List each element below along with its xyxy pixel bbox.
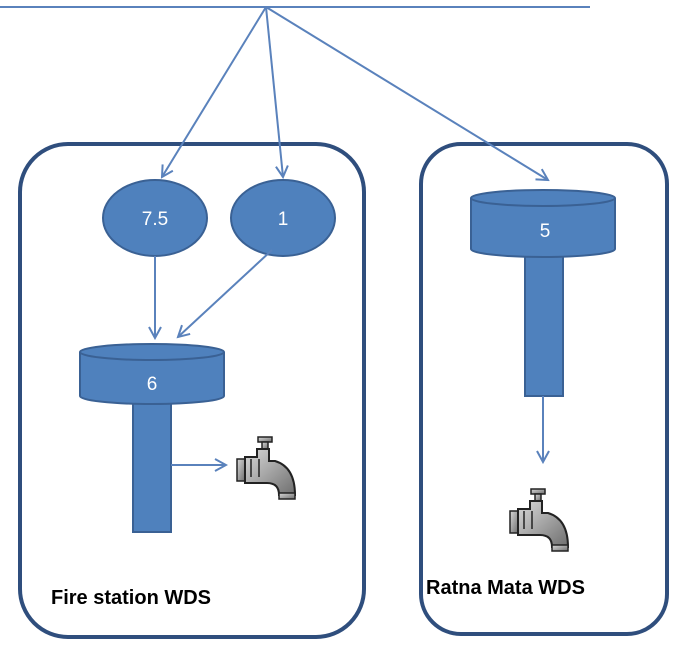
fire-station-tank: 6: [79, 343, 225, 533]
fire-station-wds-panel: [18, 142, 366, 639]
supply-to-ratna-mata-tank-arrow: [265, 6, 548, 180]
supply-to-source-b-arrow: [265, 6, 283, 177]
water-tap-icon: [236, 436, 297, 500]
source-node-a: 7.5: [102, 179, 208, 257]
source-node-a-label: 7.5: [142, 209, 168, 230]
fire-station-tank-label: 6: [147, 374, 158, 395]
fire-station-wds-label: Fire station WDS: [51, 587, 211, 609]
source-node-b-label: 1: [278, 209, 289, 230]
ratna-mata-wds-panel: [419, 142, 669, 636]
supply-to-source-a-arrow: [162, 6, 267, 177]
ratna-mata-tank: 5: [470, 189, 616, 397]
source-b-to-tank-arrow: [178, 249, 273, 337]
source-node-b: 1: [230, 179, 336, 257]
water-tap-icon: [509, 488, 570, 552]
ratna-mata-tank-label: 5: [540, 221, 551, 242]
ratna-mata-wds-label: Ratna Mata WDS: [426, 577, 585, 599]
